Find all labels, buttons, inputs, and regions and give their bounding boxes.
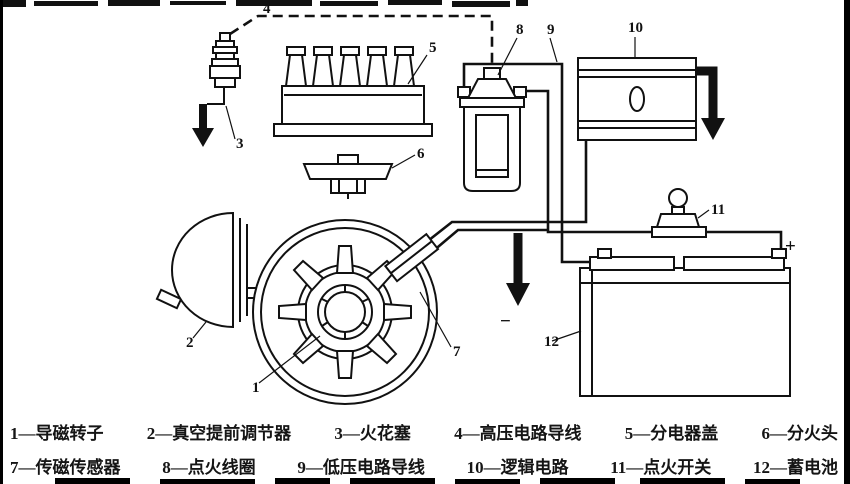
part-label-1: 1 — [252, 380, 260, 396]
legend-item: 1—导磁转子 — [10, 424, 104, 443]
ignition-coil — [457, 67, 527, 192]
battery — [506, 233, 791, 397]
legend-item: 10—逻辑电路 — [466, 458, 569, 477]
part-label-8: 8 — [516, 22, 524, 38]
minus-terminal-sign: − — [500, 311, 511, 332]
part-label-3: 3 — [236, 136, 244, 152]
part-label-4: 4 — [263, 1, 271, 17]
logic-circuit-module — [577, 57, 725, 141]
legend-row-2: 7—传磁传感器 8—点火线圈 9—低压电路导线 10—逻辑电路 11—点火开关 … — [10, 453, 838, 478]
reluctor-star — [278, 245, 412, 379]
arrow-head — [701, 118, 725, 140]
part-label-2: 2 — [186, 335, 194, 351]
rotor-arm — [302, 154, 394, 199]
part-label-11: 11 — [711, 202, 725, 218]
ignition-system-diagram: 1 2 3 4 5 6 7 8 9 10 11 12 + − — [0, 0, 796, 405]
arrow-head — [192, 128, 214, 147]
scan-artifact — [275, 478, 330, 484]
part-label-9: 9 — [547, 22, 555, 38]
scan-artifact — [0, 0, 3, 484]
ignition-switch — [651, 188, 707, 238]
legend-item: 4—高压电路导线 — [454, 424, 582, 443]
part-label-10: 10 — [628, 20, 643, 36]
legend-item: 7—传磁传感器 — [10, 458, 121, 477]
spark-plug — [192, 32, 241, 147]
arrow-head — [506, 283, 530, 306]
distributor-cap — [273, 46, 433, 137]
legend-item: 2—真空提前调节器 — [146, 424, 292, 443]
part-label-7: 7 — [453, 344, 461, 360]
scan-artifact — [540, 478, 615, 484]
scan-artifact — [745, 479, 800, 484]
legend-item: 8—点火线圈 — [162, 458, 256, 477]
part-label-6: 6 — [417, 146, 425, 162]
scan-artifact — [160, 479, 255, 484]
legend-row-1: 1—导磁转子 2—真空提前调节器 3—火花塞 4—高压电路导线 5—分电器盖 6… — [10, 419, 838, 444]
vacuum-advance-unit — [155, 211, 257, 329]
pickup-sensor — [383, 232, 440, 283]
legend-item: 6—分火头 — [761, 424, 838, 443]
legend-item: 11—点火开关 — [610, 458, 712, 477]
scan-artifact — [640, 478, 725, 484]
distributor-body — [252, 219, 438, 405]
high-voltage-wire — [229, 14, 494, 68]
scan-artifact — [455, 479, 520, 484]
scan-artifact — [55, 478, 130, 484]
label-leader-lines — [192, 37, 710, 384]
legend-item: 5—分电器盖 — [624, 424, 719, 443]
scan-artifact — [350, 478, 435, 484]
legend-item: 3—火花塞 — [334, 424, 411, 443]
scan-artifact — [844, 0, 850, 484]
low-voltage-wiring — [423, 62, 783, 264]
plus-terminal-sign: + — [785, 236, 796, 257]
scan-artifact — [0, 0, 528, 7]
part-labels: 1 2 3 4 5 6 7 8 9 10 11 12 + − — [186, 1, 796, 396]
legend-item: 12—蓄电池 — [753, 458, 838, 477]
output-arrow — [696, 66, 718, 120]
legend-item: 9—低压电路导线 — [297, 458, 425, 477]
part-label-5: 5 — [429, 40, 437, 56]
part-label-12: 12 — [544, 334, 559, 350]
legend: 1—导磁转子 2—真空提前调节器 3—火花塞 4—高压电路导线 5—分电器盖 6… — [10, 419, 838, 478]
